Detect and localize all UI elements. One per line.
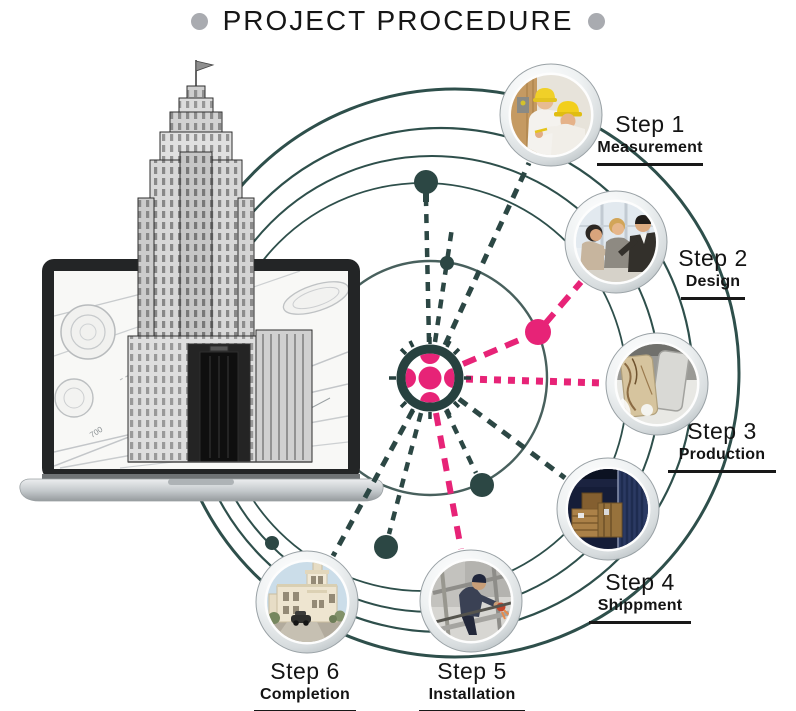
connector-step-4 — [457, 396, 567, 481]
step-5-subtitle: Installation — [428, 685, 516, 703]
connector-step-2 — [461, 280, 584, 367]
ray-top-node — [423, 199, 432, 343]
step-3-subtitle: Production — [678, 445, 766, 463]
step-4-subtitle: Shippment — [597, 596, 683, 614]
step-2-subtitle: Design — [685, 272, 741, 290]
orbit-node-far-left — [265, 536, 279, 550]
step-5-label: Step 5 Installation — [397, 658, 547, 711]
connectors — [330, 161, 605, 558]
orbit-node-lower-right — [470, 473, 494, 497]
connector-step-3 — [465, 375, 605, 387]
step-2-underline — [681, 296, 745, 300]
step-3-title: Step 3 — [687, 418, 757, 444]
connector-step-6 — [330, 408, 416, 558]
step-3-label: Step 3 Production — [647, 418, 796, 473]
step-5-title: Step 5 — [437, 658, 507, 684]
step-5-underline — [419, 709, 525, 711]
laptop-base — [19, 478, 384, 502]
pink-node — [525, 319, 551, 345]
step-1-title: Step 1 — [615, 111, 685, 137]
step-1-subtitle: Measurement — [597, 138, 703, 156]
orbit-nodes — [265, 170, 551, 559]
ray-upper-node — [432, 227, 455, 343]
step-1-underline — [597, 162, 703, 166]
step-2-photo — [564, 190, 668, 294]
connector-step-1 — [442, 161, 532, 347]
process-hub — [389, 337, 471, 419]
title-dot-right-icon — [588, 12, 606, 30]
step-6-title: Step 6 — [270, 658, 340, 684]
step-6-subtitle: Completion — [260, 685, 350, 703]
step-6-photo — [255, 550, 359, 654]
page-title: PROJECT PROCEDURE — [222, 5, 574, 36]
ray-lower-right-node — [443, 409, 479, 474]
step-3-photo — [605, 332, 709, 436]
connector-step-5 — [433, 412, 464, 550]
step-2-label: Step 2 Design — [638, 245, 788, 300]
step-3-underline — [668, 469, 776, 473]
building-blocks — [127, 85, 313, 463]
step-2-title: Step 2 — [678, 245, 748, 271]
title-dot-left-icon — [190, 12, 208, 30]
page-title-row: PROJECT PROCEDURE — [0, 5, 796, 37]
step-6-underline — [254, 709, 356, 711]
orbit-node-upper — [440, 256, 454, 270]
step-5-photo — [419, 549, 523, 653]
step-4-title: Step 4 — [605, 569, 675, 595]
skyscraper-illustration — [127, 60, 313, 463]
orbit-node-top — [414, 170, 438, 194]
step-1-label: Step 1 Measurement — [575, 111, 725, 166]
step-6-label: Step 6 Completion — [230, 658, 380, 711]
ray-lower-left-node — [386, 412, 424, 535]
step-4-photo — [556, 457, 660, 561]
step-4-underline — [589, 620, 691, 624]
orbit-node-lower-left — [374, 535, 398, 559]
step-1-photo — [499, 63, 603, 167]
step-4-label: Step 4 Shippment — [565, 569, 715, 624]
